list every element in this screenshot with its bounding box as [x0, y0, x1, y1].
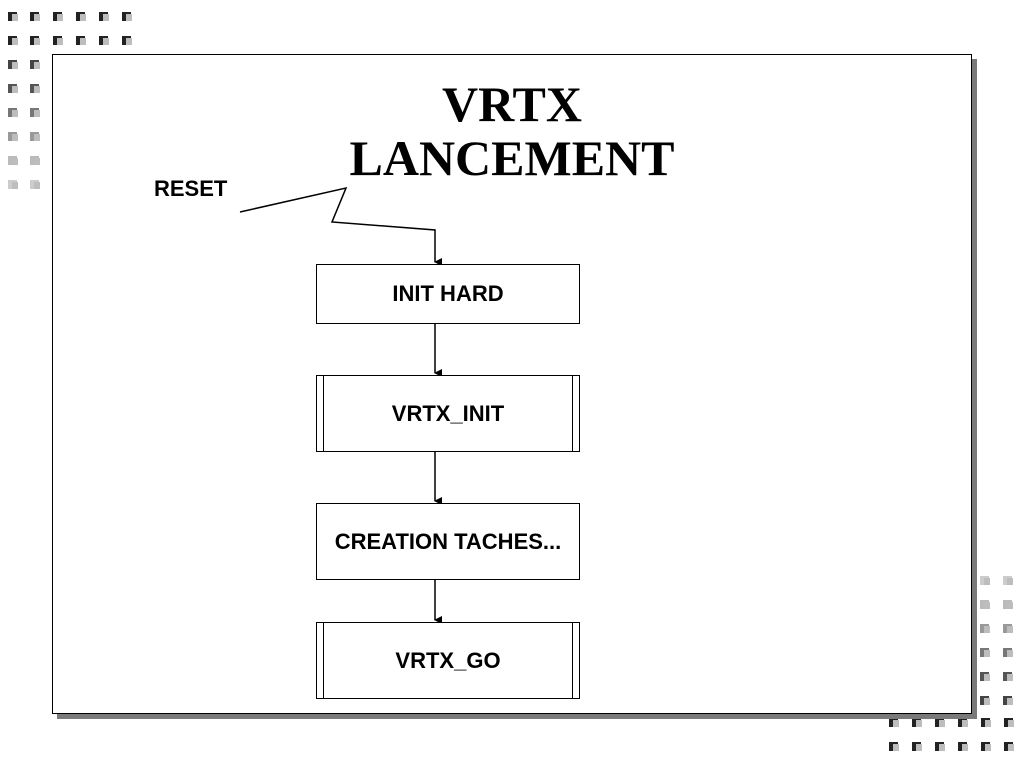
decorative-square	[980, 624, 990, 633]
decorative-square	[53, 12, 63, 21]
decorative-square	[980, 576, 990, 585]
decorative-square	[8, 108, 18, 117]
decorative-square	[1004, 742, 1014, 751]
decorative-square	[8, 84, 18, 93]
decorative-square	[958, 742, 968, 751]
decorative-square	[980, 672, 990, 681]
reset-lightning-line	[239, 186, 442, 266]
decorative-square	[8, 12, 18, 21]
decorative-square	[1003, 600, 1013, 609]
decorative-square	[935, 718, 945, 727]
decorative-square	[980, 648, 990, 657]
decorative-square	[980, 696, 990, 705]
decorative-square	[1004, 718, 1014, 727]
step-vrtx-go: VRTX_GO	[316, 622, 580, 699]
step-vrtx-init: VRTX_INIT	[316, 375, 580, 452]
decorative-square	[8, 156, 18, 165]
decorative-square	[30, 12, 40, 21]
decorative-square	[122, 12, 132, 21]
step-creation-taches: CREATION TACHES...	[316, 503, 580, 580]
title-line-1: VRTX	[442, 76, 582, 132]
decorative-square	[912, 742, 922, 751]
decorative-square	[1003, 648, 1013, 657]
decorative-square	[30, 156, 40, 165]
decorative-square	[30, 180, 40, 189]
decorative-square	[1003, 576, 1013, 585]
decorative-square	[8, 60, 18, 69]
decorative-square	[980, 600, 990, 609]
decorative-square	[30, 60, 40, 69]
decorative-square	[76, 12, 86, 21]
decorative-square	[8, 36, 18, 45]
step-init-hard: INIT HARD	[316, 264, 580, 324]
decorative-square	[53, 36, 63, 45]
decorative-square	[99, 36, 109, 45]
decorative-square	[30, 84, 40, 93]
decorative-square	[99, 12, 109, 21]
decorative-square	[912, 718, 922, 727]
reset-label: RESET	[154, 176, 228, 201]
decorative-square	[30, 108, 40, 117]
decorative-square	[8, 132, 18, 141]
decorative-square	[122, 36, 132, 45]
decorative-square	[30, 132, 40, 141]
decorative-square	[30, 36, 40, 45]
decorative-square	[958, 718, 968, 727]
decorative-square	[76, 36, 86, 45]
decorative-square	[8, 180, 18, 189]
title-line-2: LANCEMENT	[349, 130, 675, 186]
decorative-square	[1003, 672, 1013, 681]
decorative-square	[1003, 696, 1013, 705]
decorative-square	[981, 742, 991, 751]
decorative-square	[935, 742, 945, 751]
decorative-square	[889, 718, 899, 727]
decorative-square	[1003, 624, 1013, 633]
decorative-square	[981, 718, 991, 727]
decorative-square	[889, 742, 899, 751]
